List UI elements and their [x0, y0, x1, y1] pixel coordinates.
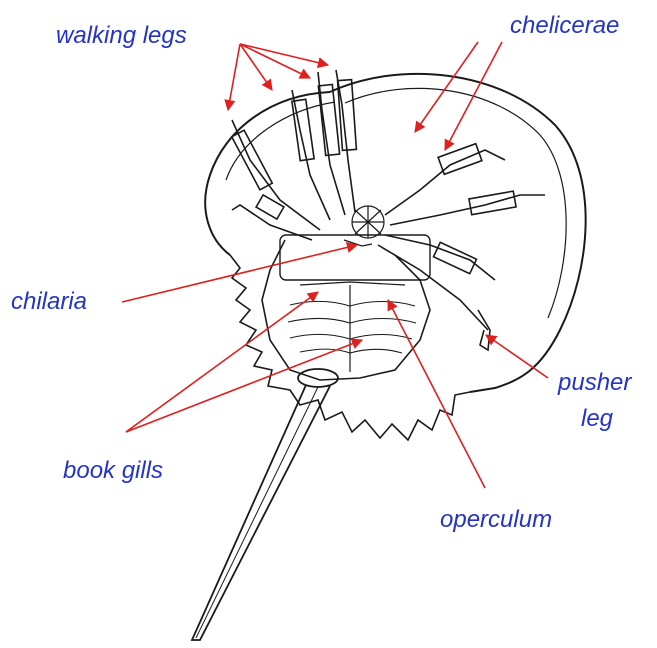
label-pusher-leg-line2: leg: [581, 405, 613, 433]
arrow-pusher-leg: [486, 335, 548, 378]
telson: [192, 369, 338, 640]
carapace: [205, 74, 585, 392]
arrow-operculum: [388, 300, 485, 488]
arrow-chilaria: [122, 245, 357, 302]
label-chilaria: chilaria: [11, 288, 87, 316]
arrow-walking-legs-3: [240, 44, 310, 78]
arrow-book-gills-1: [126, 292, 318, 432]
label-operculum: operculum: [440, 506, 552, 534]
arrow-walking-legs-1: [228, 44, 240, 110]
abdomen: [230, 240, 470, 440]
label-walking-legs: walking legs: [56, 22, 187, 50]
walking-legs-right: [378, 144, 545, 350]
arrow-chelicerae-2: [445, 42, 502, 150]
walking-legs-left: [232, 70, 357, 240]
arrow-chelicerae-1: [415, 42, 478, 132]
label-book-gills: book gills: [63, 457, 163, 485]
label-chelicerae: chelicerae: [510, 12, 619, 40]
label-pusher-leg-line1: pusher: [558, 369, 631, 397]
